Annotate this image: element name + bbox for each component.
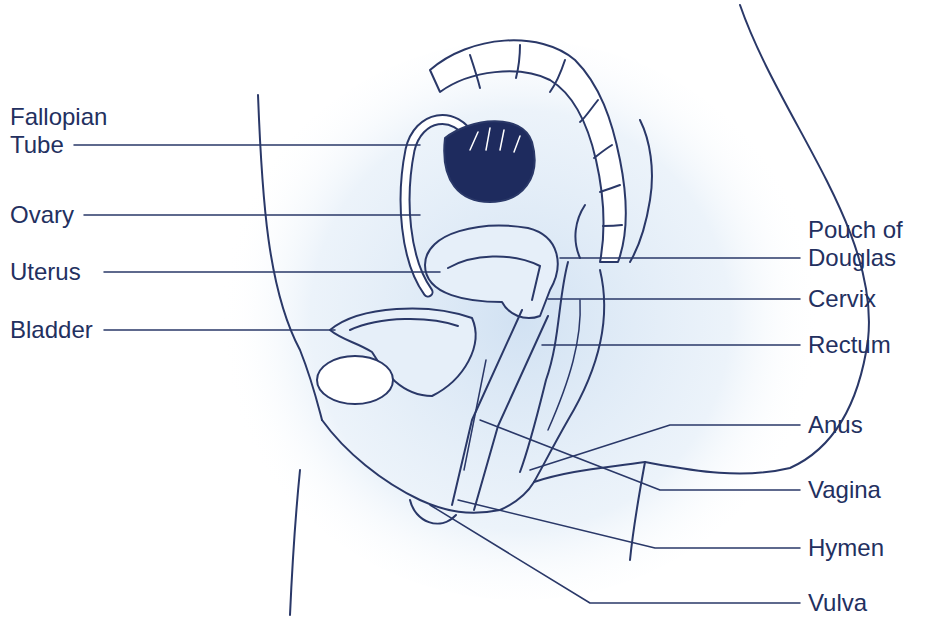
spine (430, 40, 652, 262)
ovary (444, 121, 534, 202)
background-wash (220, 40, 820, 600)
body-outline (258, 5, 869, 615)
anatomy-label: Bladder (10, 316, 93, 344)
anatomy-label: Vagina (808, 476, 881, 504)
vagina (452, 310, 548, 510)
anatomy-label: Anus (808, 411, 863, 439)
rectum (520, 262, 604, 482)
anatomy-label: Rectum (808, 331, 891, 359)
uterus (425, 226, 558, 318)
anatomy-label: Vulva (808, 589, 867, 617)
vulva (322, 420, 645, 524)
leader-lines (74, 145, 800, 603)
anatomy-label: Hymen (808, 534, 884, 562)
anatomy-label: Pouch of Douglas (808, 216, 926, 272)
anatomy-label: Fallopian Tube (10, 103, 120, 159)
pubic-bone (317, 356, 393, 404)
anatomy-label: Ovary (10, 201, 74, 229)
anatomy-label: Cervix (808, 285, 876, 313)
anatomy-label: Uterus (10, 258, 81, 286)
